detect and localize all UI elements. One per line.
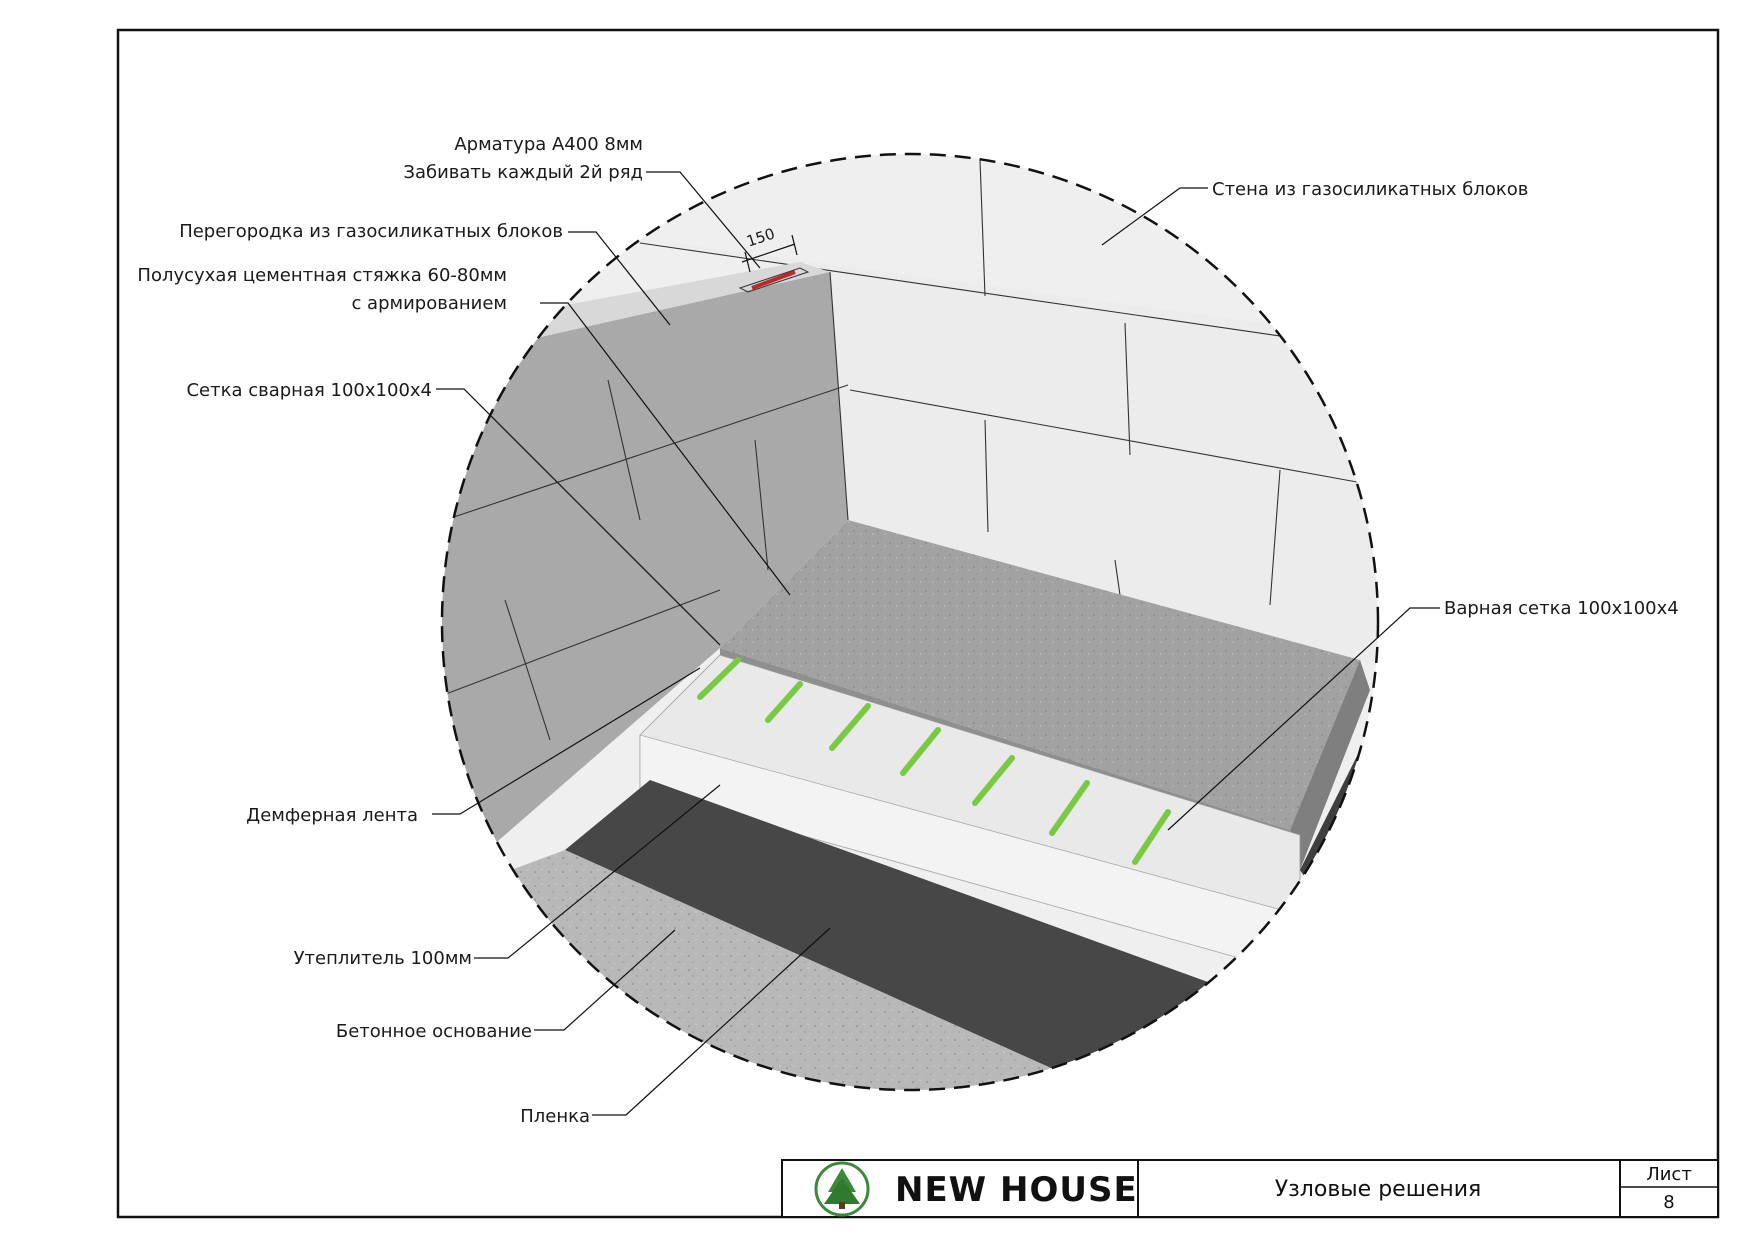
label-partition: Перегородка из газосиликатных блоков: [179, 221, 563, 242]
label-damper: Демферная лента: [246, 805, 418, 826]
title-block: NEW HOUSE Узловые решения Лист 8: [781, 1159, 1719, 1218]
sheet-number: 8: [1663, 1192, 1674, 1213]
label-wall: Стена из газосиликатных блоков: [1212, 179, 1528, 200]
label-film: Пленка: [520, 1106, 590, 1127]
label-rebar-line2: Забивать каждый 2й ряд: [403, 162, 643, 183]
rebar-pins: [697, 657, 1171, 865]
detail-circle-outline: [440, 152, 1380, 1092]
tree-logo-icon: [814, 1161, 870, 1217]
label-screed-line2: с армированием: [351, 293, 507, 314]
brand-name: NEW HOUSE: [895, 1170, 1138, 1210]
label-mesh: Сетка сварная 100х100х4: [186, 380, 432, 401]
detail-view: [442, 154, 1378, 1090]
screed-slab: [720, 520, 1360, 830]
leader-lines: [432, 171, 1440, 1116]
label-insulation: Утеплитель 100мм: [294, 948, 472, 969]
label-concrete: Бетонное основание: [336, 1021, 532, 1042]
sheet-label: Лист: [1646, 1164, 1692, 1185]
back-wall: [620, 236, 1378, 670]
partition-face: [442, 272, 848, 900]
film-layer: [565, 780, 1230, 1090]
sheet-title: Узловые решения: [1275, 1177, 1482, 1202]
label-rebar-line1: Арматура А400 8мм: [454, 134, 643, 155]
label-screed-line1: Полусухая цементная стяжка 60-80мм: [137, 265, 507, 286]
label-mesh-right: Варная сетка 100х100х4: [1444, 598, 1679, 619]
